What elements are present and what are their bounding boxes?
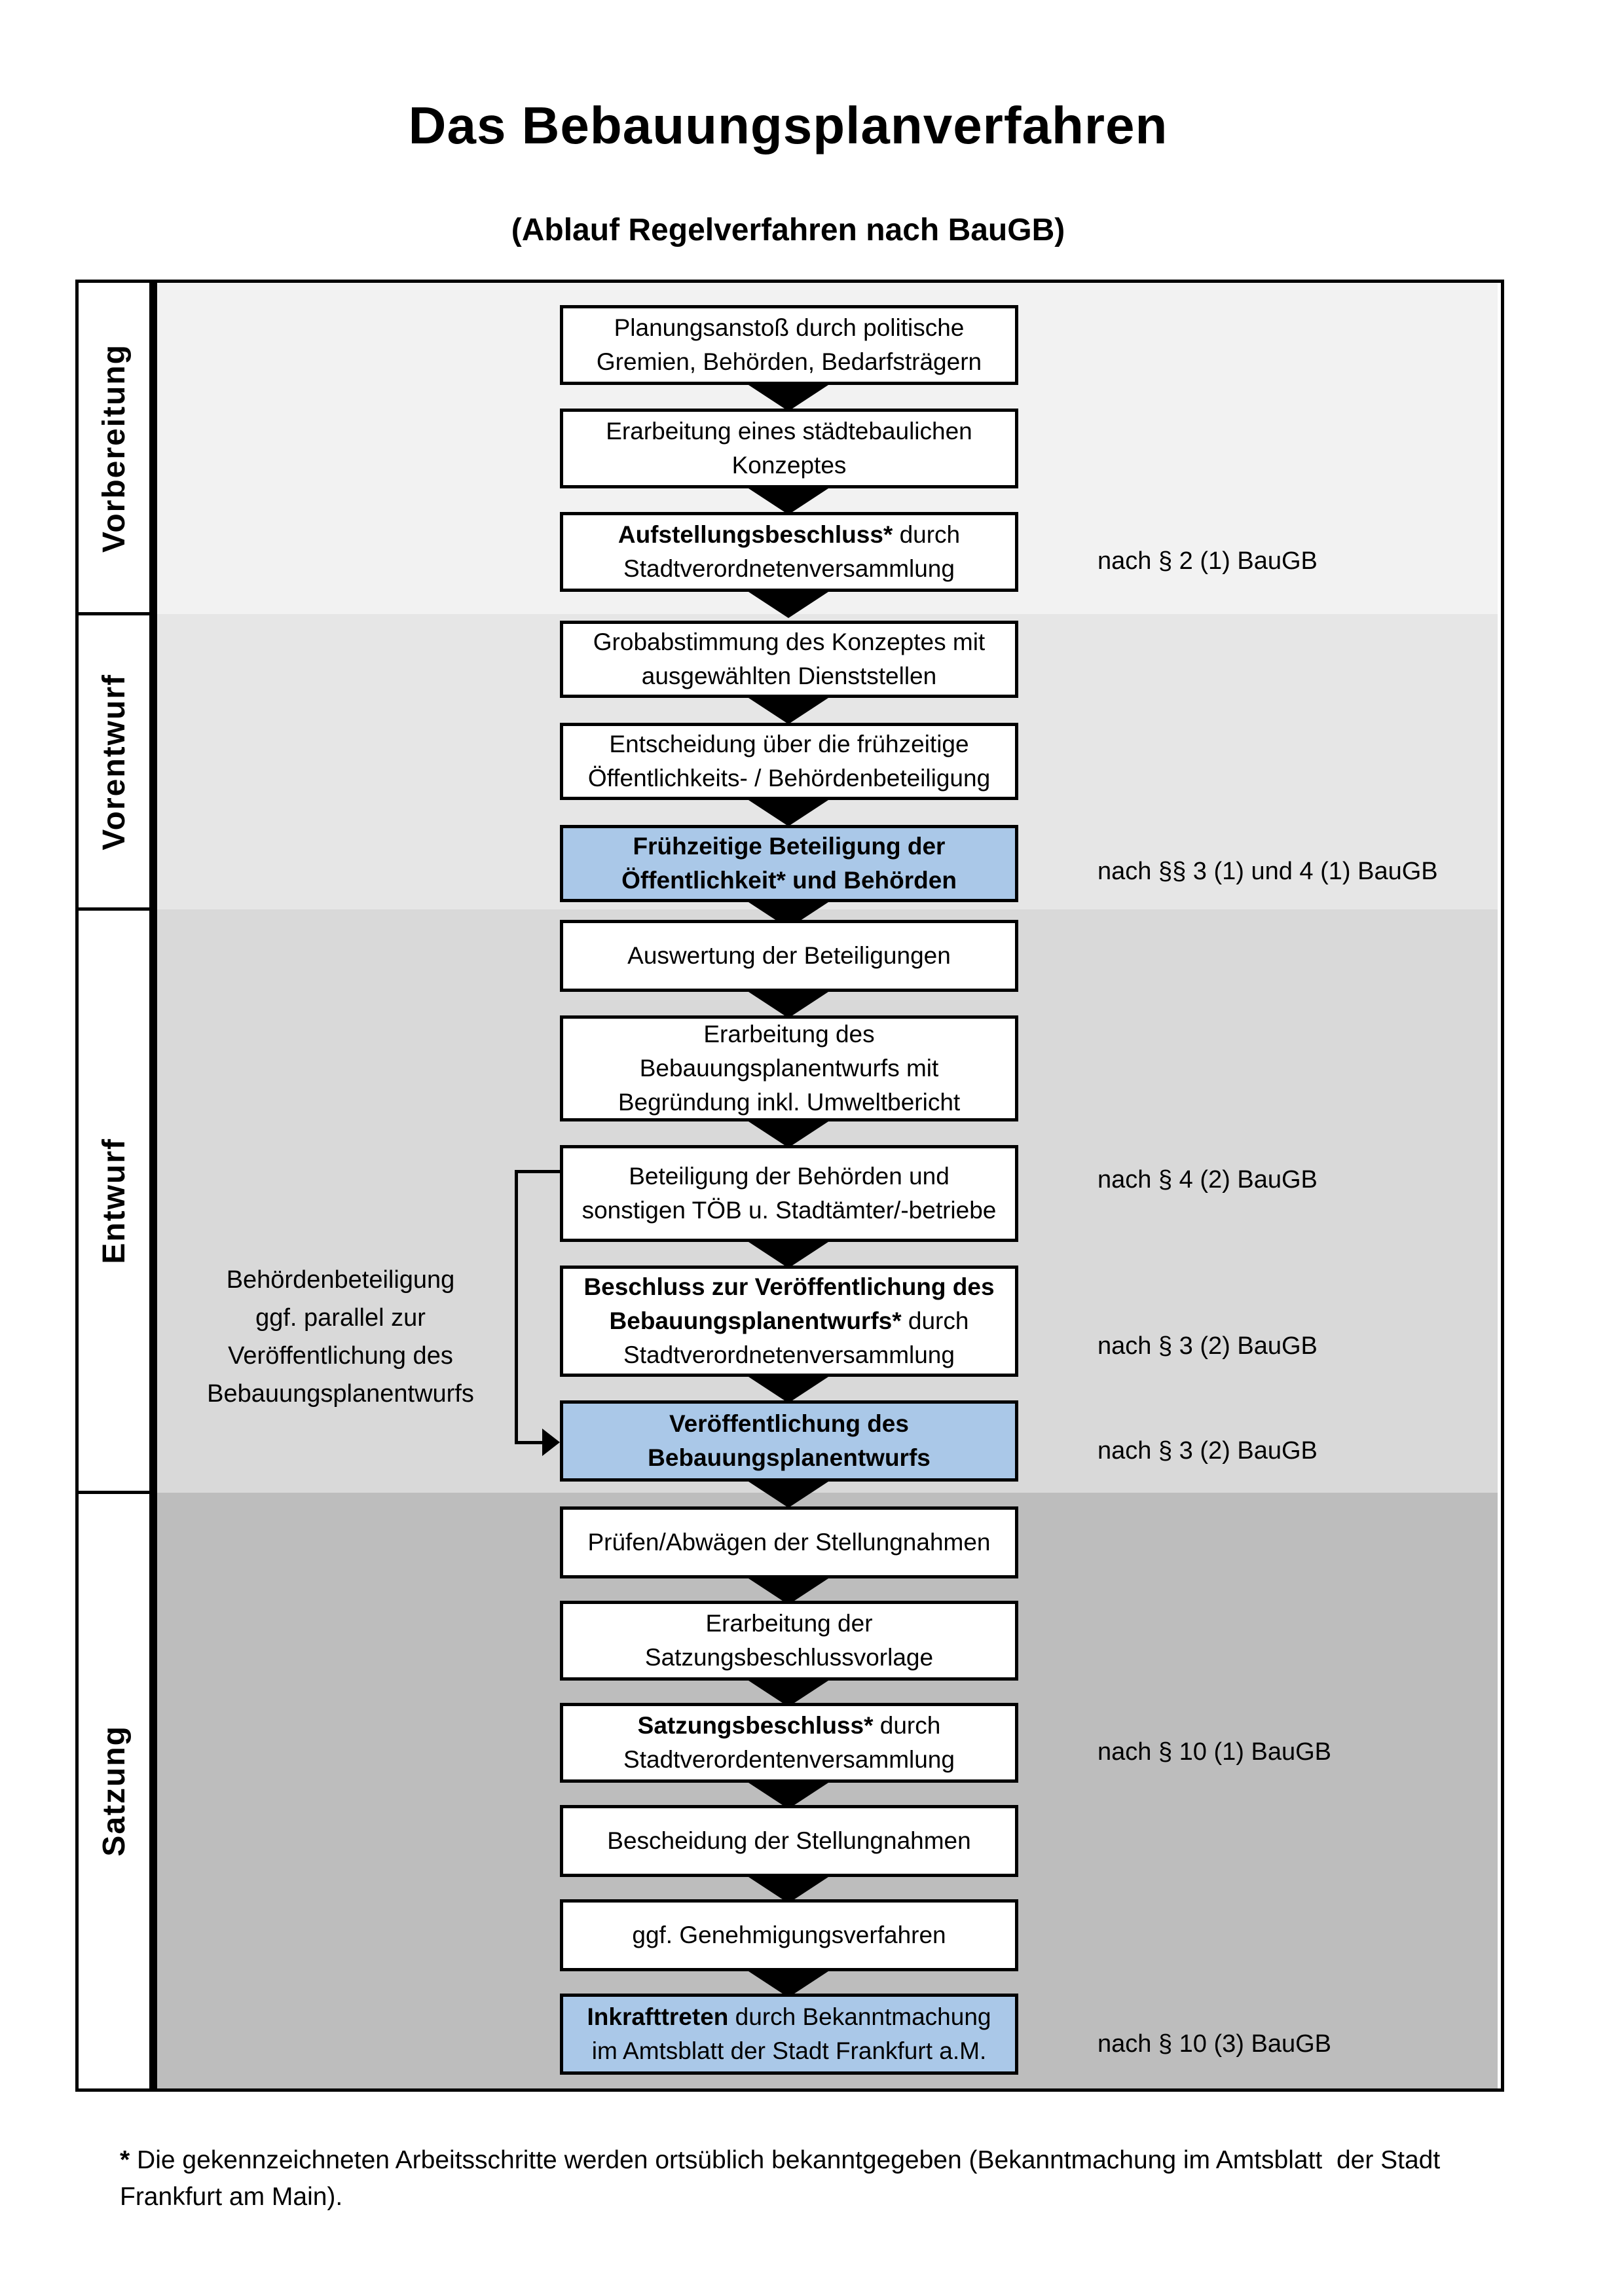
phase-separator (75, 612, 157, 615)
flow-step-box-highlighted: Inkrafttreten durch Bekanntmachung im Amt… (560, 1994, 1018, 2075)
footnote-line: Frankfurt am Main). (120, 2183, 343, 2211)
flow-step-line: Öffentlichkeit* und Behörden (621, 867, 957, 894)
flow-step-line: Beschluss zur Veröffentlichung des (583, 1273, 995, 1300)
flow-step-line: Bebauungsplanentwurfs (648, 1444, 931, 1471)
phase-separator (75, 907, 157, 911)
down-arrow-icon (747, 1480, 830, 1508)
flow-step-line: Grobabstimmung des Konzeptes mit (593, 629, 986, 655)
legal-reference: nach §§ 3 (1) und 4 (1) BauGB (1098, 858, 1438, 885)
flow-step-line: Stadtverordnetenversammlung (623, 1341, 955, 1368)
flow-step-line: Bebauungsplanentwurfs* durch (609, 1307, 969, 1334)
flow-step-box: Auswertung der Beteiligungen (560, 920, 1018, 992)
flow-step-box: Prüfen/Abwägen der Stellungnahmen (560, 1506, 1018, 1578)
down-arrow-icon (747, 1876, 830, 1903)
flow-step-line: Entscheidung über die frühzeitige (609, 731, 969, 757)
phase-separator (75, 1491, 157, 1494)
down-arrow-icon (747, 1577, 830, 1605)
flow-step-box: Bescheidung der Stellungnahmen (560, 1805, 1018, 1877)
flow-step-line: Frühzeitige Beteiligung der (633, 833, 946, 860)
down-arrow-icon (747, 991, 830, 1018)
flow-step-box: ggf. Genehmigungsverfahren (560, 1899, 1018, 1971)
flow-step-line: Begründung inkl. Umweltbericht (618, 1089, 961, 1116)
flow-step-line: Öffentlichkeits- / Behördenbeteiligung (587, 765, 991, 792)
down-arrow-icon (747, 591, 830, 618)
flow-step-line: sonstigen TÖB u. Stadtämter/-betriebe (581, 1197, 997, 1224)
diagram-frame (75, 280, 1504, 2092)
side-note-line: ggf. parallel zur (255, 1304, 426, 1332)
side-note: Behördenbeteiligung ggf. parallel zur Ve… (157, 1261, 524, 1413)
page-title: Das Bebauungsplanverfahren (408, 96, 1168, 155)
flow-step-line: Bebauungsplanentwurfs mit (639, 1055, 939, 1082)
flow-step-line: ggf. Genehmigungsverfahren (632, 1922, 946, 1948)
flow-step-line: Inkrafttreten durch Bekanntmachung (587, 2003, 991, 2030)
down-arrow-icon (747, 487, 830, 515)
legal-reference: nach § 10 (3) BauGB (1098, 2030, 1331, 2058)
flow-step-line: Gremien, Behörden, Bedarfsträgern (596, 348, 982, 375)
connector-arrowhead-icon (542, 1429, 560, 1456)
flow-step-line: Erarbeitung der (705, 1610, 873, 1637)
legal-reference: nach § 3 (2) BauGB (1098, 1437, 1318, 1465)
flow-step-line: Bescheidung der Stellungnahmen (607, 1827, 971, 1854)
flow-step-box: Grobabstimmung des Konzeptes mit ausgewäh… (560, 621, 1018, 698)
flow-step-line: Stadtverordnetenversammlung (623, 555, 955, 582)
down-arrow-icon (747, 1241, 830, 1268)
side-note-line: Behördenbeteiligung (226, 1266, 455, 1294)
flow-step-line: Erarbeitung des (703, 1021, 875, 1048)
legal-reference: nach § 10 (1) BauGB (1098, 1738, 1331, 1766)
connector-line-bottom (515, 1441, 545, 1444)
footnote-asterisk: * (120, 2146, 130, 2174)
footnote: * Die gekennzeichneten Arbeitsschritte w… (120, 2142, 1534, 2215)
down-arrow-icon (747, 384, 830, 411)
flow-step-line: Planungsanstoß durch politische (614, 314, 965, 341)
phase-cell-vorentwurf: Vorentwurf (79, 614, 149, 909)
flow-step-line: Erarbeitung eines städtebaulichen (606, 418, 972, 445)
legal-reference: nach § 3 (2) BauGB (1098, 1332, 1318, 1360)
down-arrow-icon (747, 697, 830, 724)
phase-cell-satzung: Satzung (79, 1493, 149, 2088)
legal-reference: nach § 2 (1) BauGB (1098, 547, 1318, 575)
flow-step-line: Veröffentlichung des (669, 1410, 909, 1437)
down-arrow-icon (747, 1970, 830, 1997)
side-note-line: Veröffentlichung des (228, 1342, 453, 1370)
flow-step-line: Stadtverordentenversammlung (623, 1746, 955, 1773)
down-arrow-icon (747, 1120, 830, 1148)
connector-line-vertical (515, 1170, 518, 1444)
side-note-line: Bebauungsplanentwurfs (207, 1380, 474, 1408)
flow-step-line: Auswertung der Beteiligungen (627, 942, 951, 969)
connector-line-top (515, 1170, 560, 1173)
down-arrow-icon (747, 1781, 830, 1809)
phase-cell-entwurf: Entwurf (79, 909, 149, 1493)
flow-step-line: Prüfen/Abwägen der Stellungnahmen (587, 1529, 991, 1556)
flow-step-line: ausgewählten Dienststellen (641, 663, 937, 689)
footnote-line: * Die gekennzeichneten Arbeitsschritte w… (120, 2146, 1441, 2174)
page-subtitle: (Ablauf Regelverfahren nach BauGB) (511, 213, 1065, 247)
flow-step-line: Aufstellungsbeschluss* durch (618, 521, 961, 548)
down-arrow-icon (747, 799, 830, 826)
flow-step-line: Satzungsbeschlussvorlage (644, 1644, 934, 1671)
label-column-divider (149, 283, 157, 2088)
flow-step-box: Beteiligung der Behörden und sonstigen TÖ… (560, 1145, 1018, 1242)
phase-cell-vorbereitung: Vorbereitung (79, 283, 149, 614)
flow-step-line: im Amtsblatt der Stadt Frankfurt a.M. (591, 2037, 987, 2064)
flow-step-line: Konzeptes (731, 452, 847, 479)
flow-step-line: Satzungsbeschluss* durch (637, 1712, 941, 1739)
flow-step-line: Beteiligung der Behörden und (629, 1163, 950, 1190)
legal-reference: nach § 4 (2) BauGB (1098, 1166, 1318, 1194)
down-arrow-icon (747, 1376, 830, 1403)
down-arrow-icon (747, 1679, 830, 1707)
